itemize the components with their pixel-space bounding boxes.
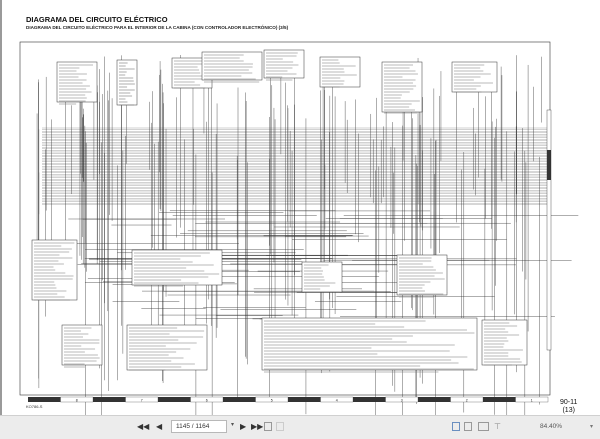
zoom-dropdown-icon[interactable]: ▾ bbox=[590, 424, 594, 430]
page-number-input[interactable]: 1145 / 1164 bbox=[171, 420, 227, 433]
previous-page-icon[interactable]: ◀ bbox=[156, 422, 163, 431]
single-page-view-icon[interactable] bbox=[452, 422, 460, 431]
component-box bbox=[61, 324, 103, 366]
wiring-diagram: 8 7 6 5 4 3 2 1 bbox=[19, 41, 579, 415]
ruler-block bbox=[93, 397, 126, 402]
zoom-level[interactable]: 84.40% bbox=[540, 423, 563, 430]
ruler-label: 7 bbox=[141, 399, 143, 403]
fit-width-icon[interactable]: ⊤ bbox=[494, 422, 501, 431]
page-code-sub: (13) bbox=[562, 407, 575, 414]
component-box bbox=[116, 59, 138, 106]
ruler-label: 4 bbox=[336, 399, 338, 403]
continuous-view-icon[interactable] bbox=[464, 422, 472, 431]
viewer-toolbar: ◀◀ ◀ 1145 / 1164 ▾ ▶ ▶▶ ⊤ 84.40% ▾ bbox=[0, 415, 600, 439]
connector-strip bbox=[546, 109, 552, 351]
component-box bbox=[396, 254, 448, 296]
component-box bbox=[263, 49, 305, 79]
next-page-icon[interactable]: ▶ bbox=[240, 422, 247, 431]
component-box bbox=[261, 317, 478, 371]
page-title: DIAGRAMA DEL CIRCUITO ELÉCTRICO bbox=[26, 15, 168, 24]
copy-icon[interactable] bbox=[264, 422, 272, 431]
component-box bbox=[381, 61, 423, 113]
ruler-block bbox=[223, 397, 256, 402]
component-box bbox=[126, 324, 208, 371]
ruler-block bbox=[483, 397, 516, 402]
page-dropdown-icon[interactable]: ▾ bbox=[231, 422, 235, 428]
two-page-view-icon[interactable] bbox=[478, 422, 489, 431]
page-code-main: 90-11 bbox=[560, 399, 578, 406]
ruler-label: 3 bbox=[401, 399, 403, 403]
ruler-block bbox=[28, 397, 61, 402]
last-page-icon[interactable]: ▶▶ bbox=[251, 422, 264, 431]
ruler-label: 1 bbox=[531, 399, 533, 403]
ruler-block bbox=[288, 397, 321, 402]
ruler-block bbox=[158, 397, 191, 402]
page-code: 90-11 (13) bbox=[560, 399, 577, 415]
document-page: 8 7 6 5 4 3 2 1 DIAGRAMA DEL CIRCUITO ELÉCTRICO… bbox=[0, 0, 600, 415]
ruler-label: 5 bbox=[271, 399, 273, 403]
ruler-label: 2 bbox=[466, 399, 468, 403]
ruler-label: 6 bbox=[206, 399, 208, 403]
ruler-cell bbox=[515, 396, 549, 403]
document-number: KO786-S bbox=[26, 404, 43, 409]
first-page-icon[interactable]: ◀◀ bbox=[137, 422, 150, 431]
component-box bbox=[201, 51, 263, 81]
component-box bbox=[481, 319, 528, 366]
ruler-label: 8 bbox=[76, 399, 78, 403]
component-box bbox=[56, 61, 98, 103]
connector-block bbox=[547, 150, 551, 180]
ruler-block bbox=[418, 397, 451, 402]
paste-icon[interactable] bbox=[276, 422, 284, 431]
ruler-block bbox=[353, 397, 386, 402]
page-subtitle: DIAGRAMA DEL CIRCUITO ELÉCTRICO PARA EL … bbox=[26, 25, 289, 30]
